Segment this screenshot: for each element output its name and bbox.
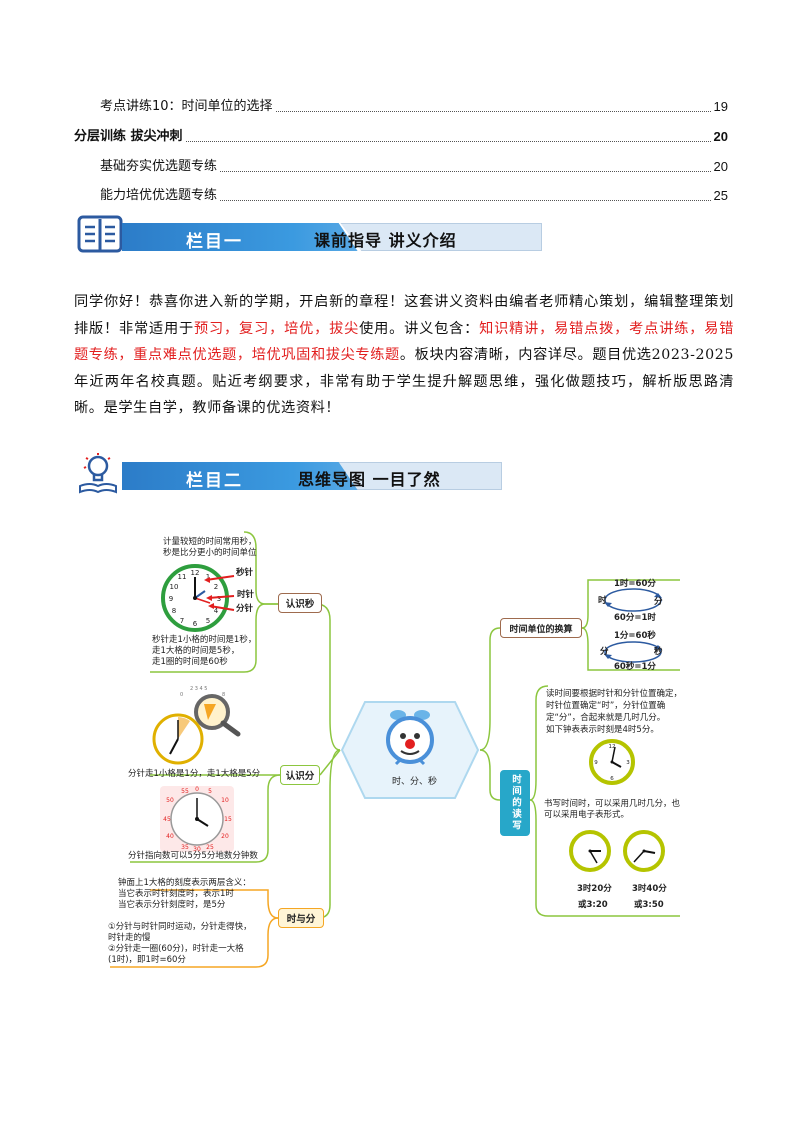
svg-text:30: 30 [193, 846, 201, 852]
intro-paragraph: 同学你好！恭喜你进入新的学期，开启新的章程！这套讲义资料由编者老师精心策划，编辑… [74, 294, 735, 416]
svg-text:5: 5 [208, 788, 212, 795]
svg-text:6: 6 [193, 620, 198, 628]
svg-text:3: 3 [217, 595, 221, 603]
toc-title: 能力培优优选题专练 [100, 188, 218, 203]
eq-hour-to-minute: 1时=60分 [614, 579, 656, 589]
eq-second-to-minute: 60秒=1分 [614, 662, 656, 672]
node-minutes[interactable]: 认识分 [280, 765, 320, 785]
node-seconds[interactable]: 认识秒 [278, 593, 322, 613]
svg-text:15: 15 [224, 816, 232, 823]
minute-hand-label: 分针 [236, 604, 254, 614]
node-conversion[interactable]: 时间单位的换算 [500, 618, 582, 638]
svg-text:9: 9 [169, 595, 173, 603]
toc-leader [220, 200, 711, 201]
svg-text:9: 9 [594, 760, 598, 766]
reading-note: 读时间要根据时针和分针位置确定， 时针位置确定“时”，分针位置确 定“分”，合起… [546, 689, 683, 735]
center-label: 时、分、秒 [392, 777, 438, 787]
writing-note: 书写时间时，可以采用几时几分，也 可以采用电子表形式。 [544, 799, 681, 820]
alarm-clock-icon [386, 710, 434, 766]
section-banner-1: 栏目一 课前指导 讲义介绍 [76, 213, 546, 257]
svg-text:25: 25 [206, 844, 214, 851]
svg-text:7: 7 [180, 617, 184, 625]
section-subtitle: 思维导图 一目了然 [298, 470, 441, 489]
svg-text:6: 6 [610, 776, 614, 782]
clock-3-20 [569, 830, 611, 872]
svg-text:3: 3 [626, 760, 630, 766]
unit-second: 秒 [654, 647, 663, 657]
hour-hand-label: 时针 [237, 590, 255, 600]
svg-text:10: 10 [170, 583, 179, 591]
svg-text:55: 55 [181, 788, 189, 795]
svg-text:10: 10 [221, 797, 229, 804]
svg-text:11: 11 [178, 573, 187, 581]
clock-4-05: 12 3 6 9 [589, 739, 635, 785]
toc-leader [220, 171, 711, 172]
seconds-bottom-note: 秒针走1小格的时间是1秒， 走1大格的时间是5秒， 走1圈的时间是60秒 [152, 635, 257, 667]
svg-text:35: 35 [181, 844, 189, 851]
clock-3-40 [623, 830, 665, 872]
clock-face-seconds: 12 12 3 45 6 78 9 10 11 [161, 564, 229, 632]
toc-entry[interactable]: 分层训练 拔尖冲刺 20 [74, 129, 728, 145]
svg-text:45: 45 [163, 816, 171, 823]
hour-minute-note-b: ①分针与时针同时运动，分针走得快， 时针走的慢 ②分针走一圈(60分)，时针走一… [108, 922, 252, 965]
magnifier-clock-illustration: 2 3 4 5 0 8 [152, 686, 241, 765]
minutes-note-1: 分针走1小格是1分，走1大格是5分 [128, 769, 261, 779]
svg-text:2: 2 [214, 583, 218, 591]
unit-minute: 分 [654, 597, 663, 607]
node-reading-writing[interactable]: 时间的读写 [500, 770, 530, 836]
minutes-note-2: 分针指向数可以5分5分地数分钟数 [128, 851, 258, 861]
clock2-time-label: 3时40分 [632, 884, 667, 894]
contents-highlight: 知识精讲，易错点拨，考点讲练，易错题专练，重点难点优选题，培优巩固和拔尖专练题 [74, 320, 734, 364]
svg-text:12: 12 [609, 744, 616, 750]
lightbulb-icon [79, 453, 117, 494]
uses-highlight: 预习，复习，培优，拔尖 [194, 320, 360, 337]
conversion-hour-minute-diagram [604, 588, 662, 612]
conversion-minute-second-diagram [604, 641, 662, 663]
toc-leader [275, 111, 711, 112]
toc-title: 考点讲练10：时间单位的选择 [100, 99, 273, 114]
section-subtitle: 课前指导 讲义介绍 [314, 231, 457, 250]
clock-face-minutes: 0 55 5 50 10 45 15 40 20 35 25 30 [160, 786, 234, 852]
svg-text:50: 50 [166, 797, 174, 804]
eq-minute-to-hour: 60分=1时 [614, 613, 656, 623]
clock2-digital-label: 或3:50 [634, 900, 664, 910]
second-hand-label: 秒针 [236, 568, 254, 578]
toc-page: 20 [713, 129, 728, 144]
toc-page: 19 [713, 99, 728, 114]
svg-text:1: 1 [206, 573, 210, 581]
toc-entry[interactable]: 能力培优优选题专练 25 [100, 188, 728, 204]
toc-entry[interactable]: 考点讲练10：时间单位的选择 19 [100, 99, 728, 115]
svg-text:2 3 4 5: 2 3 4 5 [190, 686, 208, 692]
svg-text:8: 8 [222, 692, 225, 698]
svg-text:12: 12 [191, 569, 200, 577]
svg-text:4: 4 [214, 607, 219, 615]
svg-text:20: 20 [221, 833, 229, 840]
node-hour-minute[interactable]: 时与分 [278, 908, 324, 928]
hour-minute-note-a: 钟面上1大格的刻度表示两层含义： 当它表示时针刻度时，表示1时 当它表示分针刻度… [118, 878, 251, 910]
hand-pointer-arrows [204, 575, 235, 611]
svg-text:0: 0 [195, 786, 199, 793]
svg-text:5: 5 [206, 617, 210, 625]
svg-text:40: 40 [166, 833, 174, 840]
toc-entry[interactable]: 基础夯实优选题专练 20 [100, 159, 728, 175]
clock1-digital-label: 或3:20 [578, 900, 608, 910]
unit-hour: 时 [598, 596, 607, 606]
svg-text:0: 0 [180, 692, 183, 698]
svg-text:8: 8 [172, 607, 176, 615]
unit-minute-2: 分 [600, 647, 609, 657]
toc-title: 基础夯实优选题专练 [100, 159, 218, 174]
book-icon [77, 215, 123, 253]
clock1-time-label: 3时20分 [577, 884, 612, 894]
seconds-top-note: 计量较短的时间常用秒， 秒是比分更小的时间单位 [163, 537, 257, 558]
section-tag: 栏目二 [186, 471, 243, 491]
section-banner-2: 栏目二 思维导图 一目了然 [76, 452, 546, 496]
section-tag: 栏目一 [186, 232, 243, 252]
eq-minute-to-second: 1分=60秒 [614, 631, 656, 641]
toc-title: 分层训练 拔尖冲刺 [74, 129, 183, 144]
toc-page: 20 [713, 159, 728, 174]
toc-page: 25 [713, 188, 728, 203]
toc-leader [185, 141, 711, 142]
